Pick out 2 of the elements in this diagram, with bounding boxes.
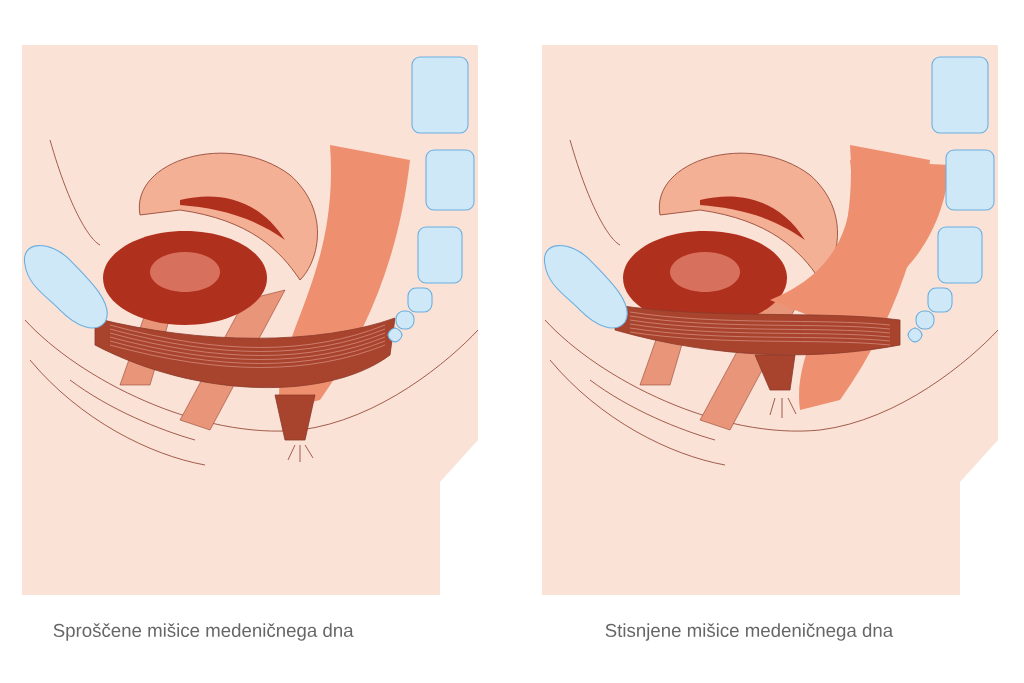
caption-text: Sproščene mišice medeničnega dna [53, 623, 354, 641]
caption-text: Stisnjene mišice medeničnega dna [605, 623, 894, 641]
